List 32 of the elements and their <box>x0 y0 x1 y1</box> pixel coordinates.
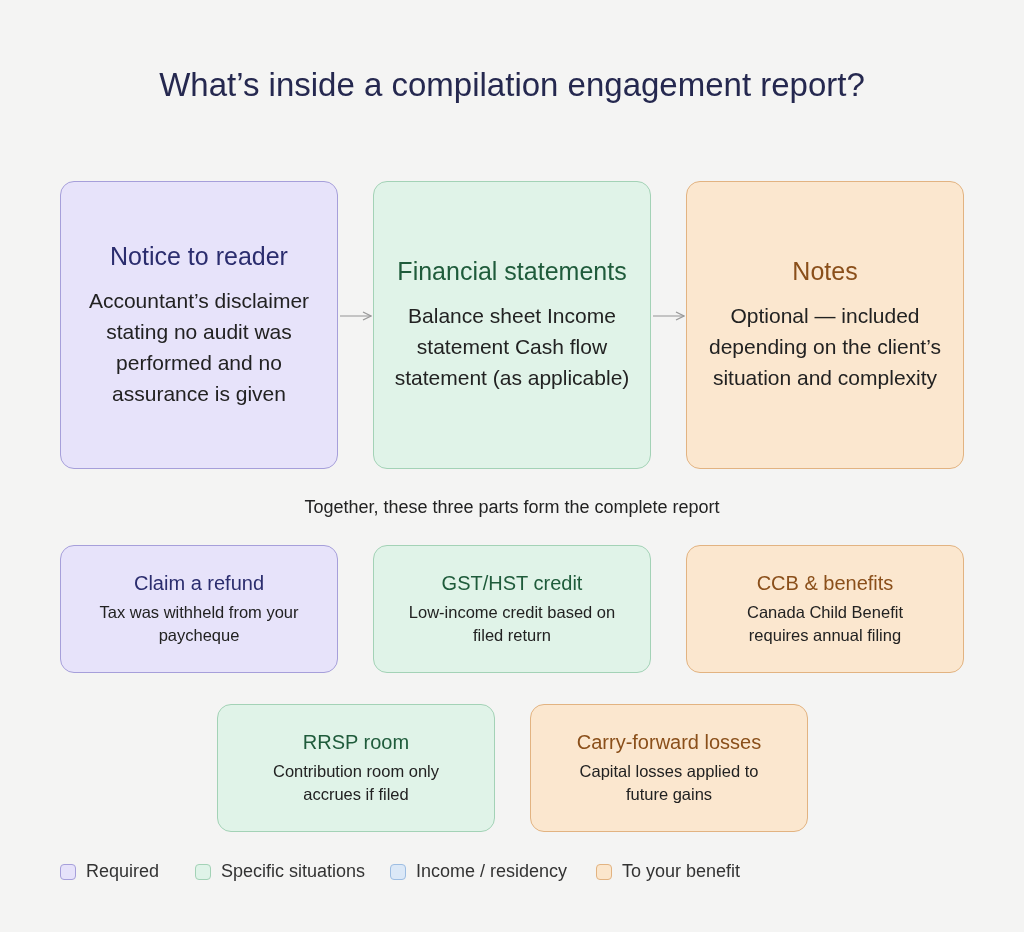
card-description: Tax was withheld from your paycheque <box>98 601 300 646</box>
category-card <box>530 704 808 832</box>
card-description: Low-income credit based on filed return <box>407 601 617 646</box>
category-card <box>217 704 495 832</box>
card-heading: Carry-forward losses <box>576 730 762 754</box>
card-heading: Financial statements <box>397 257 627 286</box>
card-heading: Notes <box>792 257 858 286</box>
category-card <box>60 181 338 469</box>
card-heading: Claim a refund <box>133 571 265 595</box>
legend-label: Required <box>86 861 160 882</box>
card-heading: RRSP room <box>302 730 410 754</box>
category-card <box>686 181 964 469</box>
diagram-title: What’s inside a compilation engagement report? <box>158 66 866 104</box>
card-description: Balance sheet Income statement Cash flow statement (as applicable) <box>393 303 631 391</box>
arrow <box>652 311 685 321</box>
card-description: Accountant’s disclaimer stating no audit was performed and no assurance is given <box>87 287 311 407</box>
legend-label: Specific situations <box>221 861 366 882</box>
category-card <box>60 545 338 673</box>
card-heading: Notice to reader <box>110 241 288 271</box>
category-card <box>686 545 964 673</box>
category-card <box>373 181 651 469</box>
arrow <box>339 311 372 321</box>
card-heading: CCB & benefits <box>756 571 894 595</box>
card-description: Canada Child Benefit requires annual filing <box>746 601 904 646</box>
legend-label: To your benefit <box>622 861 741 882</box>
card-description: Contribution room only accrues if filed <box>272 760 440 805</box>
legend-label: Income / residency <box>416 861 568 882</box>
summary-note: Together, these three parts form the complete report <box>304 497 720 517</box>
card-description: Optional — included depending on the client’s situation and complexity <box>708 303 942 391</box>
category-card <box>373 545 651 673</box>
card-heading: GST/HST credit <box>441 571 583 595</box>
card-description: Capital losses applied to future gains <box>578 760 760 805</box>
